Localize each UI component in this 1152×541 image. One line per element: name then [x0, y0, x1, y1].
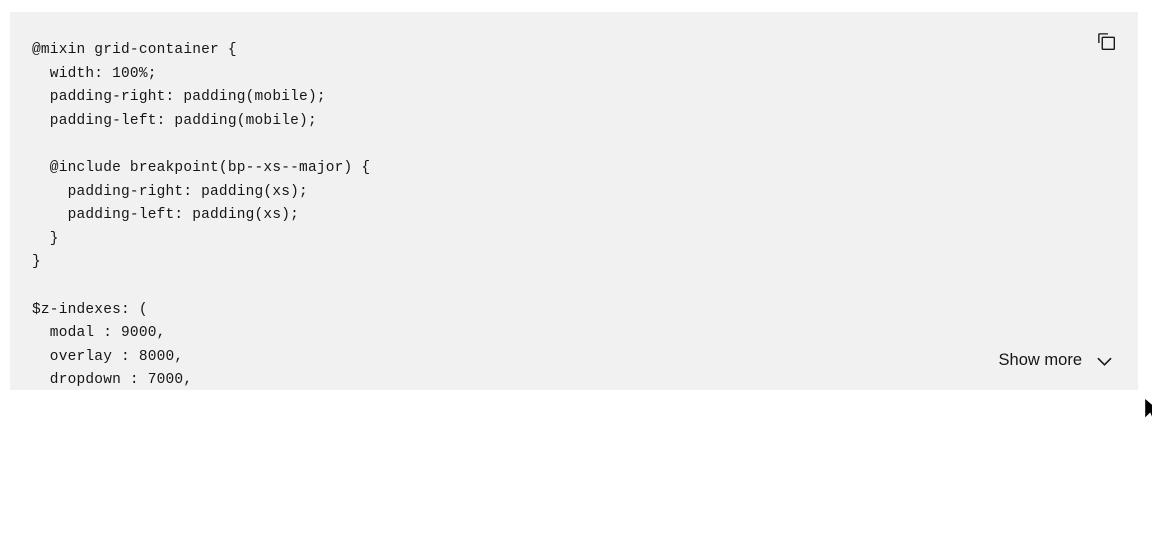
arrow-pointer-icon: [1142, 395, 1152, 426]
copy-icon: [1097, 32, 1115, 50]
copy-button[interactable]: [1091, 26, 1121, 56]
chevron-down-icon: [1097, 357, 1112, 366]
code-block[interactable]: @mixin grid-container { width: 100%; pad…: [32, 38, 370, 390]
show-more-label: Show more: [998, 351, 1082, 369]
show-more-button[interactable]: Show more: [999, 351, 1112, 370]
code-snippet-container: @mixin grid-container { width: 100%; pad…: [10, 12, 1138, 390]
code-text: @mixin grid-container { width: 100%; pad…: [32, 42, 371, 389]
